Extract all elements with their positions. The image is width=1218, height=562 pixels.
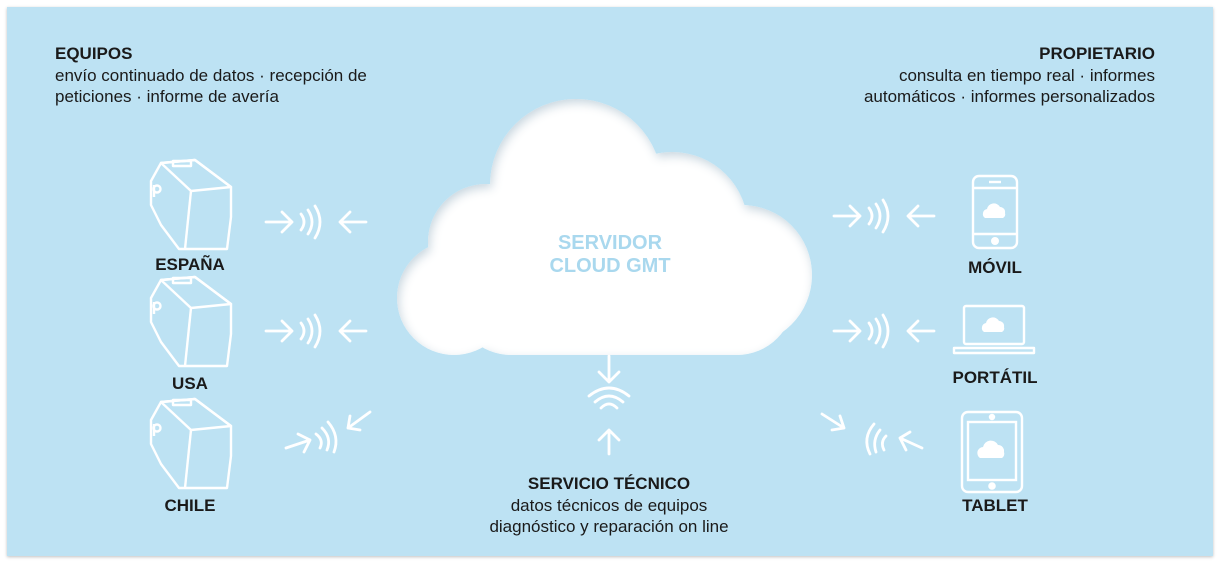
servicio-desc-line2: diagnóstico y reparación on line — [489, 517, 729, 536]
device-label-tablet: TABLET — [962, 496, 1028, 515]
machine-label-espana: ESPAÑA — [155, 255, 225, 274]
cloud-server-label: SERVIDOR CLOUD GMT — [500, 232, 720, 278]
cloud-label-line1: SERVIDOR — [557, 232, 663, 254]
tablet-icon — [960, 410, 1024, 494]
laptop-cloud-icon — [981, 317, 1005, 332]
servicio-desc-line1: datos técnicos de equipos — [510, 496, 708, 515]
equipos-desc-line1: envío continuado de datos · recepción de — [55, 66, 367, 85]
signal-connector-espana — [264, 204, 368, 240]
equipos-desc-line2: peticiones · informe de avería — [55, 87, 279, 106]
signal-connector-usa — [264, 313, 368, 349]
device-label-portatil: PORTÁTIL — [952, 368, 1038, 387]
machine-icon-espana — [149, 158, 233, 251]
signal-connector-servicio — [587, 354, 631, 456]
equipos-heading: EQUIPOS — [55, 44, 133, 63]
cloud-label-line2: CLOUD GMT — [549, 255, 671, 277]
propietario-desc-line1: consulta en tiempo real · informes — [898, 66, 1155, 85]
propietario-heading: PROPIETARIO — [1039, 44, 1155, 63]
signal-connector-tablet — [820, 412, 924, 456]
signal-connector-chile — [284, 410, 372, 454]
signal-connector-portatil — [832, 313, 936, 349]
servicio-tecnico-description: datos técnicos de equipos diagnóstico y … — [409, 495, 809, 537]
propietario-description: consulta en tiempo real · informes autom… — [735, 65, 1155, 107]
mobile-phone-icon — [971, 174, 1019, 250]
propietario-desc-line2: automáticos · informes personalizados — [863, 87, 1155, 106]
signal-connector-movil — [832, 198, 936, 234]
mobile-cloud-icon — [982, 203, 1006, 218]
servicio-tecnico-heading: SERVICIO TÉCNICO — [527, 474, 691, 493]
device-label-movil: MÓVIL — [968, 258, 1022, 277]
equipos-description: envío continuado de datos · recepción de… — [55, 65, 475, 107]
machine-icon-chile — [149, 397, 233, 490]
machine-icon-usa — [149, 275, 233, 368]
machine-label-usa: USA — [172, 374, 208, 393]
machine-label-chile: CHILE — [164, 496, 216, 515]
laptop-icon — [952, 304, 1036, 355]
tablet-cloud-icon — [977, 440, 1005, 458]
